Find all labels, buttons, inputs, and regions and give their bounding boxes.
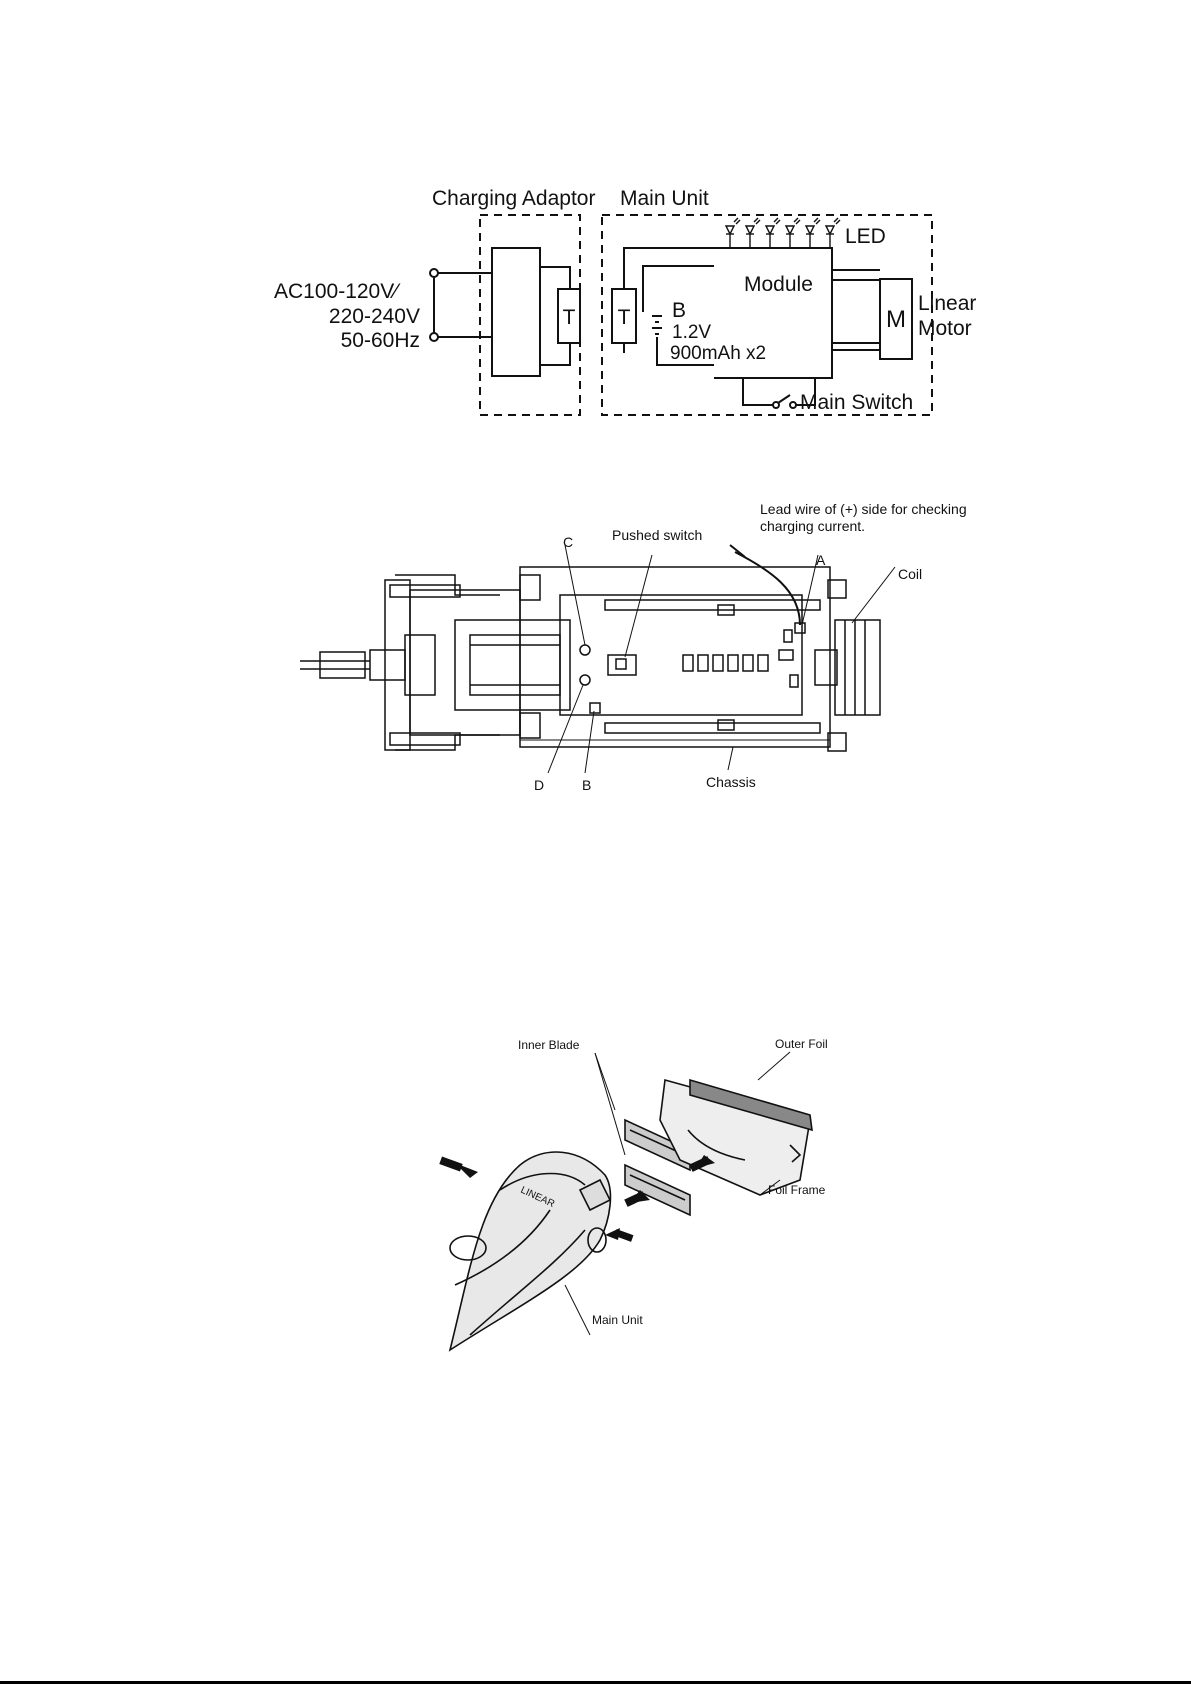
- pushed-switch-component: [608, 655, 636, 675]
- ac-terminal-bottom: [430, 333, 438, 341]
- battery-voltage: 1.2V: [672, 322, 711, 343]
- exploded-view-diagram: Outer Foil Inner Blade Foil Frame Main U…: [0, 1060, 1191, 1360]
- motor-symbol: M: [886, 306, 906, 333]
- charging-adaptor-label: Charging Adaptor: [432, 187, 595, 210]
- pushed-switch-label: Pushed switch: [612, 527, 702, 543]
- main-switch-label: Main Switch: [800, 391, 913, 414]
- coil-component: [835, 620, 880, 715]
- transformer-main-label: T: [618, 306, 631, 329]
- led-label: LED: [845, 225, 886, 248]
- transformer-adaptor-label: T: [563, 306, 576, 329]
- motor-coil-winding: [470, 635, 560, 695]
- linear-motor-label-2: Motor: [918, 317, 972, 340]
- point-b-pad: [590, 703, 600, 713]
- motor-housing: [410, 590, 520, 735]
- point-b-label: B: [582, 777, 591, 793]
- lead-wire-label-2: charging current.: [760, 518, 865, 534]
- main-unit-label: Main Unit: [620, 187, 709, 210]
- page-bottom-rule: [0, 1681, 1191, 1684]
- battery-capacity: 900mAh x2: [670, 343, 766, 364]
- led-array: [724, 218, 840, 248]
- point-a-label: A: [816, 552, 826, 568]
- ac-terminal-top: [430, 269, 438, 277]
- point-c-label: C: [563, 534, 573, 550]
- coil-label: Coil: [898, 566, 922, 582]
- lead-wire-label-1: Lead wire of (+) side for checking: [760, 501, 967, 517]
- module-label: Module: [744, 273, 813, 296]
- battery-letter: B: [672, 299, 686, 322]
- circuit-diagram: Charging Adaptor Main Unit AC100-120V∕ 2…: [0, 170, 1191, 430]
- ac-frequency-line3: 50-60Hz: [341, 329, 420, 352]
- main-unit-body: [450, 1152, 610, 1350]
- point-d-label: D: [534, 777, 544, 793]
- point-c-hole: [580, 645, 590, 655]
- foil-frame-label: Foil Frame: [768, 1183, 826, 1197]
- ac-voltage-line1: AC100-120V∕: [274, 280, 401, 303]
- outer-foil-label: Outer Foil: [775, 1037, 828, 1051]
- inner-blade-label: Inner Blade: [518, 1038, 580, 1052]
- linear-motor-label-1: Linear: [918, 292, 976, 315]
- main-unit-callout: Main Unit: [592, 1313, 643, 1327]
- chassis-label: Chassis: [706, 774, 756, 790]
- assembly-diagram: Lead wire of (+) side for checking charg…: [0, 495, 1191, 805]
- ac-voltage-line2: 220-240V: [329, 305, 420, 328]
- point-d-hole: [580, 675, 590, 685]
- transformer-core: [492, 248, 540, 376]
- lead-wire: [735, 552, 800, 625]
- inner-blade-bottom: [625, 1165, 690, 1215]
- chassis-frame: [520, 567, 830, 747]
- top-rail: [605, 600, 820, 610]
- bottom-rail: [605, 723, 820, 733]
